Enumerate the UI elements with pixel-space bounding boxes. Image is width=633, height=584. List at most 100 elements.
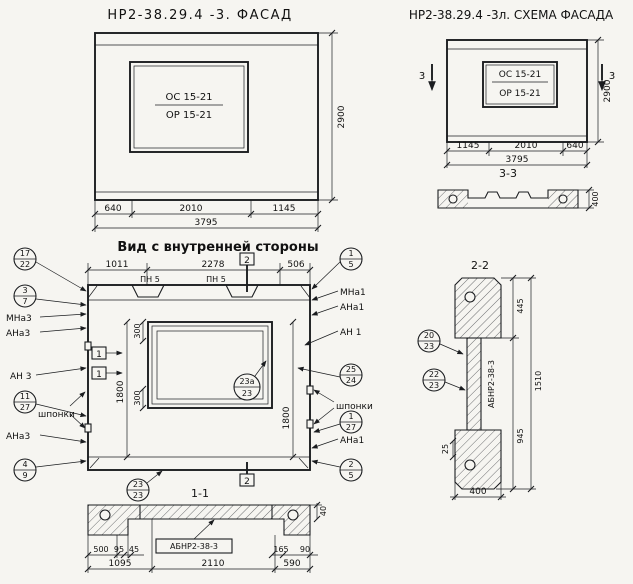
label-ana3-b: АНа3 [6,432,30,442]
dim-2278: 2278 [202,260,225,270]
balloon-top: 1 [348,249,353,258]
label-an1: АН 1 [340,328,362,338]
inner-top-dims: 1011 2278 506 [84,260,314,285]
dim-3795: 3795 [506,155,529,165]
dim-1510: 1510 [534,371,543,391]
balloon-top: 23а [239,377,254,386]
balloon-top: 11 [20,392,30,401]
marker-1-b: 1 [96,370,102,380]
callout-balloon-20-23: 20 23 [417,329,464,355]
shponki-label-left: шпонки [38,391,86,429]
channel-void-right [558,194,568,204]
schema-view: НР2-38.29.4 -3л. СХЕМА ФАСАДА ОС 15-21 О… [409,8,615,212]
part-label-rotated: АБНР2-38-3 [487,360,496,408]
dim-300-top: 300 [133,323,142,338]
anchor-label-mna3: МНа3 [6,311,87,324]
dim-400: 400 [591,191,600,206]
dim-2900: 2900 [603,79,613,102]
part-label-box: АБНР2-38-3 [155,519,233,554]
facade-view: НР2-38.29.4 -3. ФАСАД ОС 15-21 ОР 15-21 … [91,8,347,232]
dim-945: 945 [516,428,525,443]
section-1-1-view: 40 АБНР2-38-3 500 95 45 165 90 [84,501,328,573]
inner-right-height-dim: 1800 [282,318,297,461]
dim-1095: 1095 [109,559,132,569]
label-mna3: МНа3 [6,314,32,324]
bottom-block-hatch [455,430,501,489]
dim-2900: 2900 [337,105,347,128]
balloon-bottom: 22 [20,260,30,269]
dim-90: 90 [300,545,310,554]
callout-balloon-22-23: 22 23 [422,368,466,392]
anchor-label-ana3-b: АНа3 [6,432,87,444]
section-1-markers: 1 1 [91,346,123,380]
section-2-marker-bottom: 2 [239,462,255,487]
balloon-top: 2 [348,460,353,469]
facade-window-frame [133,65,245,149]
facade-height-dim: 2900 [318,29,347,204]
dim-640: 640 [104,204,121,214]
callout-balloon-bottom: 23 23 [126,470,163,502]
dim-500: 500 [93,545,108,554]
balloon-top: 17 [20,249,30,258]
schema-panel-outline [446,39,588,143]
callout-balloon-left3: 11 27 [13,390,87,418]
balloon-bottom: 23 [424,342,434,351]
dim-300-bottom: 300 [133,390,142,405]
inner-window-outline [147,321,273,409]
section-1-1-title: 1-1 [191,487,209,500]
balloon-bottom: 23 [429,381,439,390]
sec11-dims-row2: 1095 2110 590 [84,519,314,573]
schema-window-mark-2: ОР 15-21 [499,89,541,99]
balloon-top: 20 [424,331,434,340]
schema-section-marker-right: 3 [598,64,615,92]
marker-1-a: 1 [96,350,102,360]
balloon-top: 22 [429,370,439,379]
schema-width-dims: 1145 2010 640 3795 [443,141,591,169]
balloon-bottom: 24 [346,376,356,385]
dim-2010: 2010 [515,141,538,151]
label-mna1: МНа1 [340,288,366,298]
facade-title: НР2-38.29.4 -3. ФАСАД [107,8,292,23]
anchor-label-ana1-a: АНа1 [311,303,364,316]
facade-window-mark-2: ОР 15-21 [166,110,212,121]
sec11-dims-row1: 500 95 45 165 90 [84,535,318,573]
schema-window-outline [482,61,558,108]
shponka-key [306,385,314,395]
anchor-label-ana3-a: АНа3 [6,326,87,339]
callout-balloon-left4: 4 9 [13,458,87,482]
channel-void-left [99,509,111,521]
web-hatch [467,338,481,430]
callout-balloon-left1: 17 22 [13,247,87,292]
callout-balloon-left2: 3 7 [13,284,87,308]
dim-1800-left: 1800 [116,380,126,403]
balloon-top: 3 [22,286,27,295]
callout-balloon-right1: 1 5 [311,247,363,290]
callout-balloon-right3: 1 27 [313,410,363,434]
top-block-hatch [455,278,501,338]
dim-45: 45 [129,545,139,554]
dim-1011: 1011 [106,260,129,270]
dim-506: 506 [287,260,304,270]
schema-height-dim: 2900 [587,36,613,146]
dim-165: 165 [273,545,288,554]
section-2-2-title: 2-2 [471,259,489,272]
inner-300-dims: 300 300 [133,318,147,412]
facade-width-dims: 640 2010 1145 3795 [91,200,322,232]
dim-1800-right: 1800 [282,406,292,429]
schema-title: НР2-38.29.4 -3л. СХЕМА ФАСАДА [409,8,614,22]
balloon-top: 23 [133,480,143,489]
label-ana3-a: АНа3 [6,329,30,339]
section-2-marker-top: 2 [239,252,255,292]
callout-balloon-right2: 25 24 [297,363,363,387]
section-3-marker-left: 3 [419,71,425,82]
dim-1145: 1145 [457,141,480,151]
schema-window-frame [485,64,555,105]
section-3-marker-right: 3 [609,71,615,82]
marker-2-bottom: 2 [244,477,250,487]
top-block-outline [454,277,502,339]
facade-window-mark-1: ОС 15-21 [165,92,212,103]
slab-hatch [140,505,272,519]
balloon-top: 1 [348,412,353,421]
section-3-3-profile: 400 [437,186,600,212]
